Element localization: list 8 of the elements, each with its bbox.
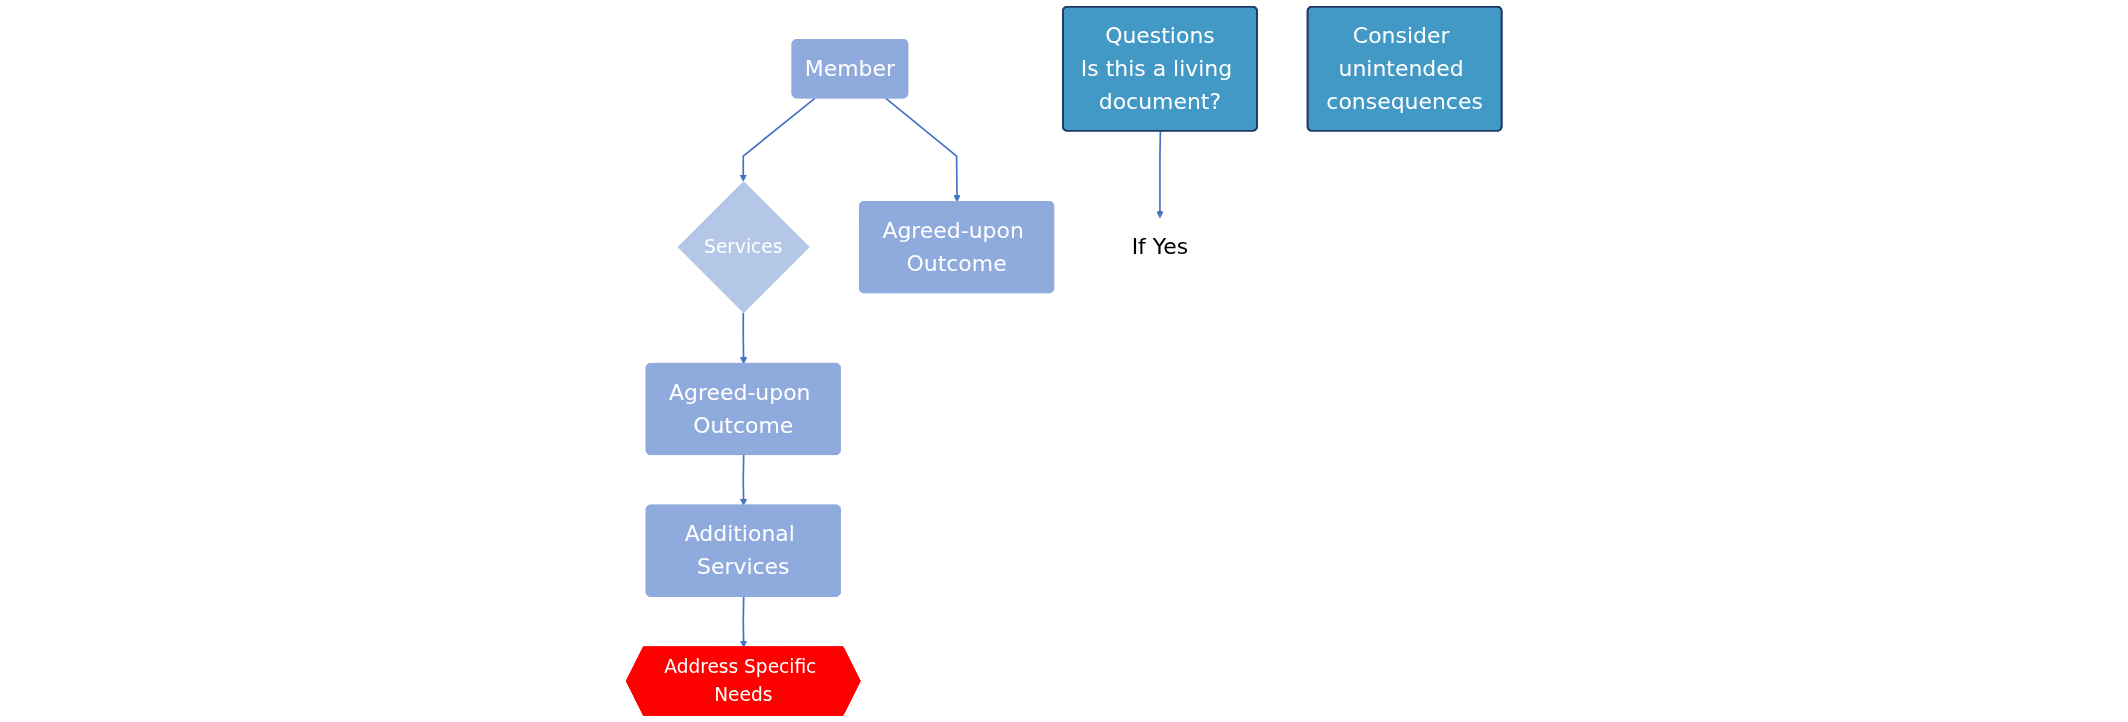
arrow [885,97,961,203]
arrow [1156,130,1164,219]
arrow [739,311,748,365]
arrow [739,454,748,506]
arrow [739,595,748,648]
node-text: If Yes [1131,234,1189,260]
node-diamond: Services [677,180,810,314]
arrow [739,97,816,182]
